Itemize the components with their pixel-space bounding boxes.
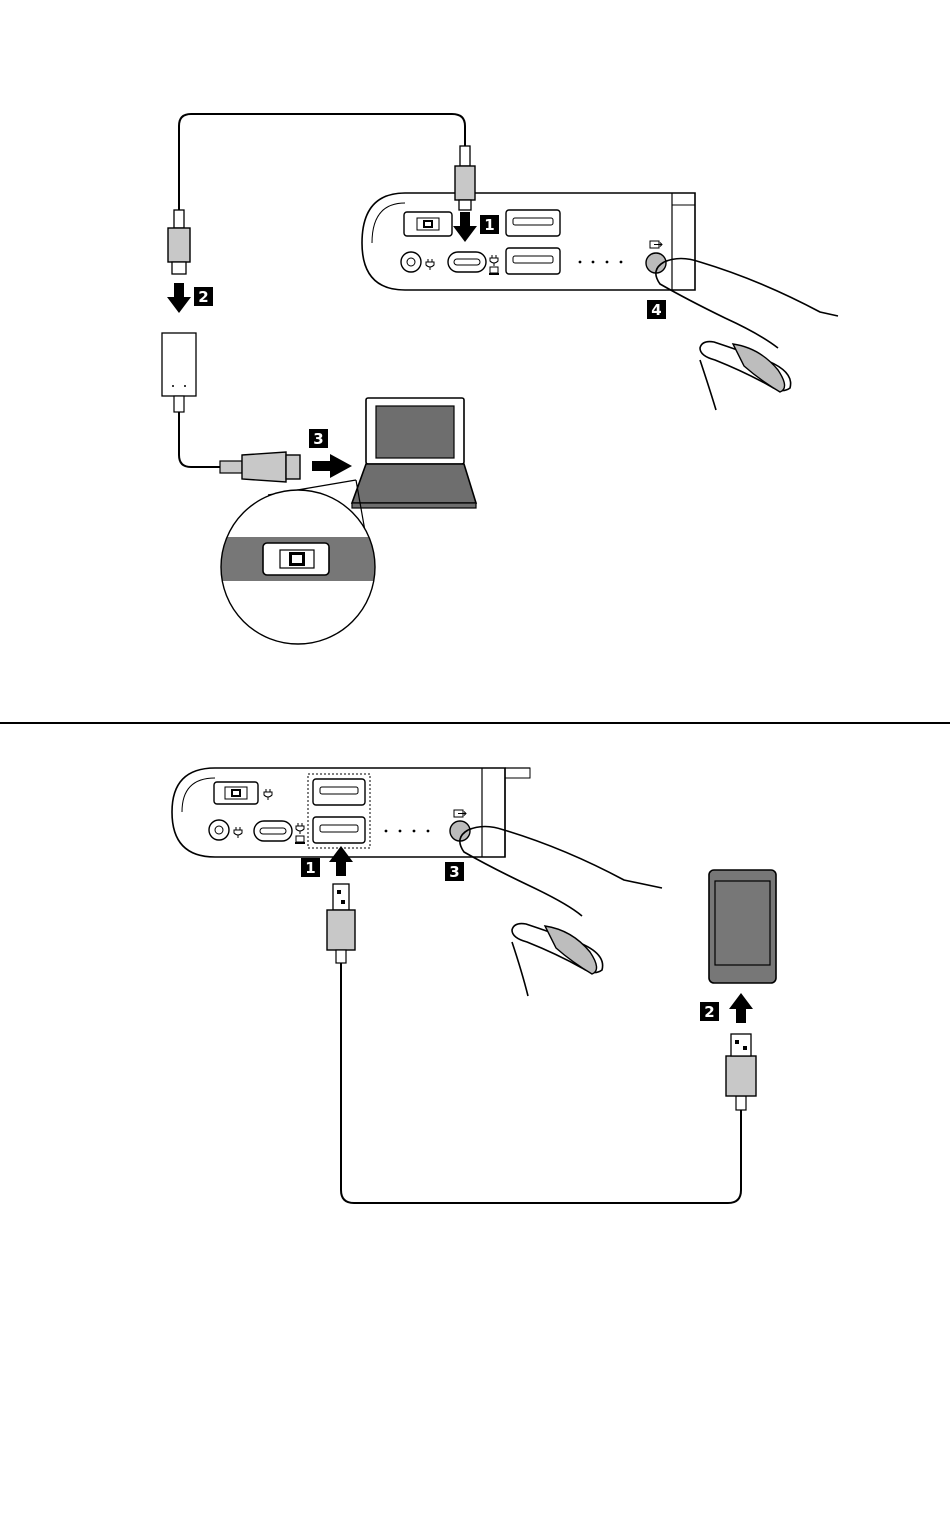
svg-text:1: 1 — [305, 859, 315, 877]
step-badge-1: 1 — [301, 858, 320, 877]
step-badge-1: 1 — [480, 215, 499, 234]
power-bank-top — [362, 193, 695, 290]
phone-icon — [709, 870, 776, 983]
step-badge-2: 2 — [194, 287, 213, 306]
step-badge-3: 3 — [309, 429, 328, 448]
usb-a-port-2[interactable] — [313, 817, 365, 843]
arrow-into-laptop — [312, 454, 352, 478]
usb-a-port-1[interactable] — [506, 210, 560, 236]
step-badge-3: 3 — [445, 862, 464, 881]
laptop-icon — [352, 398, 476, 508]
laptop-adapter — [162, 333, 300, 482]
svg-text:2: 2 — [198, 288, 208, 306]
bottom-illustration: 1 3 2 — [172, 768, 776, 1203]
usbc-port[interactable] — [254, 821, 292, 841]
usb-a-port-2[interactable] — [506, 248, 560, 274]
step-badge-2: 2 — [700, 1002, 719, 1021]
svg-text:3: 3 — [449, 863, 459, 881]
mode-switch[interactable] — [404, 212, 452, 236]
mode-switch[interactable] — [214, 782, 258, 804]
top-illustration: 1 2 3 4 — [162, 114, 838, 644]
dc-in-port[interactable] — [401, 252, 421, 272]
svg-text:4: 4 — [651, 301, 661, 319]
usbc-port[interactable] — [448, 252, 486, 272]
svg-text:3: 3 — [313, 430, 323, 448]
arrow-insert-adapter — [167, 283, 191, 313]
dc-in-port[interactable] — [209, 820, 229, 840]
svg-text:2: 2 — [704, 1003, 714, 1021]
step-badge-4: 4 — [647, 300, 666, 319]
usb-a-port-1[interactable] — [313, 779, 365, 805]
svg-text:1: 1 — [484, 216, 494, 234]
arrow-insert-phone — [729, 993, 753, 1023]
power-bank-bottom — [172, 768, 530, 857]
